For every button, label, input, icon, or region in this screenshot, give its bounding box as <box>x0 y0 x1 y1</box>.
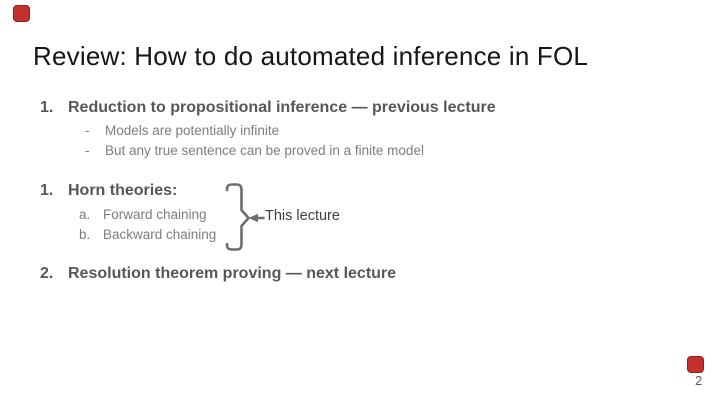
section-heading-reduction: 1. Reduction to propositional inference —… <box>40 100 496 116</box>
section-number: 1. <box>40 182 54 199</box>
arrow-left-icon <box>248 213 258 223</box>
item-text: Forward chaining <box>103 207 207 222</box>
item-text: Backward chaining <box>103 227 217 242</box>
section-heading-resolution: 2. Resolution theorem proving — next lect… <box>40 266 396 282</box>
section-heading-horn-theories: 1. Horn theories: <box>40 183 177 199</box>
bullet-text: Models are potentially infinite <box>105 123 280 138</box>
bullet-marker: - <box>85 143 90 158</box>
item-backward-chaining: b. Backward chaining <box>79 228 216 242</box>
bullet-models-infinite: -Models are potentially infinite <box>85 124 279 138</box>
red-corner-marker-bottom-right <box>687 356 704 373</box>
bullet-text: But any true sentence can be proved in a… <box>105 143 424 158</box>
page-number: 2 <box>695 373 703 388</box>
curly-brace-icon <box>225 183 265 251</box>
slide-title: Review: How to do automated inference in… <box>33 41 589 71</box>
item-forward-chaining: a. Forward chaining <box>79 208 207 222</box>
this-lecture-callout: This lecture <box>265 208 340 224</box>
section-heading-text: Reduction to propositional inference — p… <box>68 99 496 116</box>
bullet-marker: - <box>85 123 90 138</box>
item-marker: b. <box>79 227 91 242</box>
item-marker: a. <box>79 207 91 222</box>
section-heading-text: Horn theories: <box>68 182 178 199</box>
section-number: 2. <box>40 265 54 282</box>
bullet-finite-model: -But any true sentence can be proved in … <box>85 144 424 158</box>
section-heading-text: Resolution theorem proving — next lectur… <box>68 265 397 282</box>
section-number: 1. <box>40 99 54 116</box>
red-corner-marker-top-left <box>13 5 30 22</box>
